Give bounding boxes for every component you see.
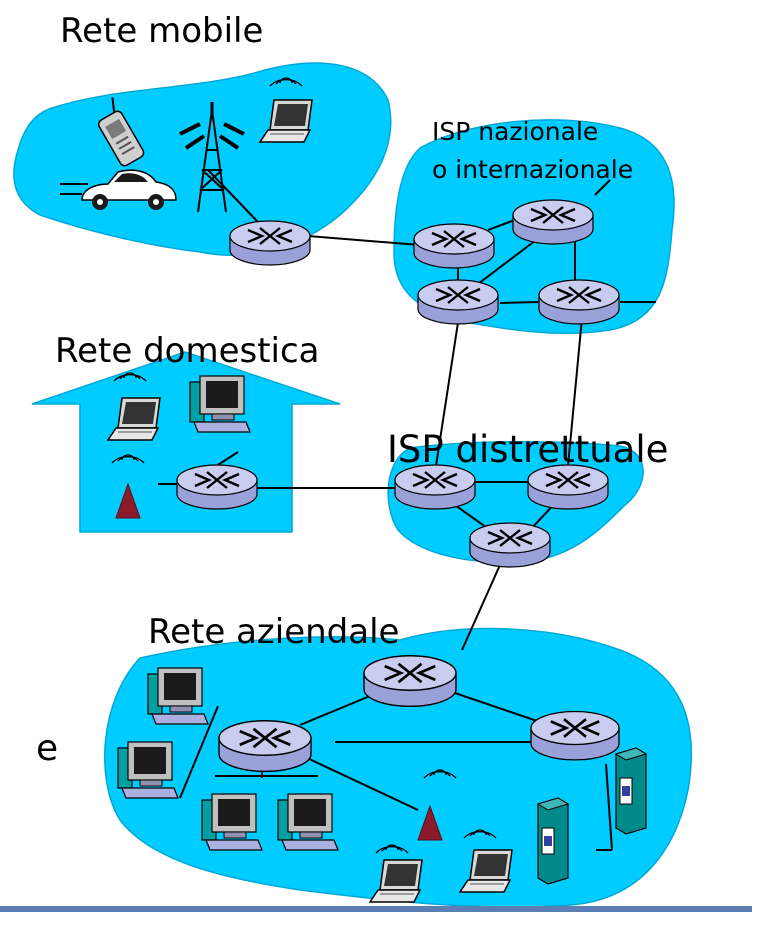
server-icon <box>615 747 647 835</box>
desktop-computer-icon <box>189 375 251 433</box>
router-icon <box>412 222 496 270</box>
router-icon <box>228 219 312 267</box>
home-network-label: Rete domestica <box>55 331 320 371</box>
router-icon <box>175 463 259 511</box>
desktop-computer-icon <box>201 793 263 851</box>
router-icon <box>468 521 552 569</box>
corporate-network-label: Rete aziendale <box>148 612 399 652</box>
national-isp-label-line2: o internazionale <box>432 155 633 184</box>
router-icon <box>529 710 621 762</box>
router-icon <box>537 278 621 326</box>
edge-text-fragment: e <box>36 728 58 769</box>
home-network-house <box>31 351 341 533</box>
mobile-network-label: Rete mobile <box>60 11 263 51</box>
desktop-computer-icon <box>117 741 179 799</box>
regional-isp-label: ISP distrettuale <box>387 428 668 471</box>
car-icon <box>60 169 177 210</box>
router-icon <box>416 278 500 326</box>
cell-phone-icon <box>97 97 145 167</box>
server-icon <box>537 797 569 885</box>
router-icon <box>511 198 595 246</box>
cell-tower-icon <box>179 102 245 213</box>
national-isp-label: ISP nazionale <box>432 117 598 146</box>
mobile-network-cloud <box>13 62 392 256</box>
router-icon <box>217 719 313 773</box>
footer-rule <box>0 906 752 912</box>
desktop-computer-icon <box>147 667 209 725</box>
router-icon <box>362 654 458 708</box>
router-icon <box>526 463 610 511</box>
desktop-computer-icon <box>277 793 339 851</box>
router-icon <box>393 463 477 511</box>
